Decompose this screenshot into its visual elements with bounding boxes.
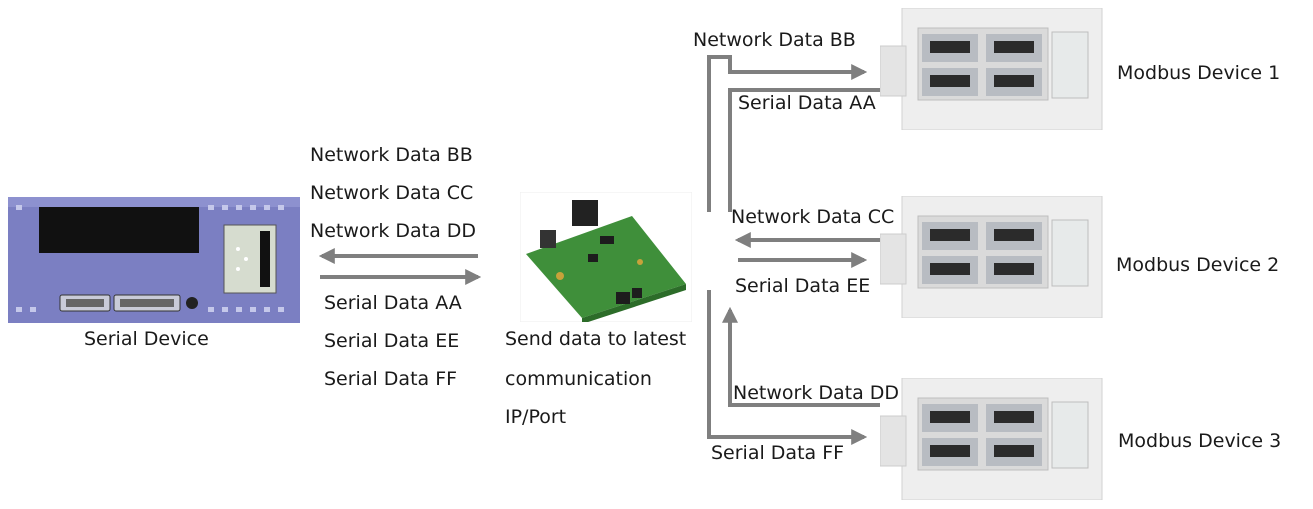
modbus-device-3-label: Modbus Device 3 (1118, 430, 1282, 452)
device2-serial-label: Serial Data EE (735, 275, 871, 297)
device1-network-label: Network Data BB (693, 29, 856, 51)
modbus-device-2-label: Modbus Device 2 (1116, 254, 1280, 276)
arrow-serial-aa (728, 88, 880, 212)
serial-device-label: Serial Device (84, 328, 209, 350)
left-network-label: Network Data BB (310, 144, 473, 166)
gateway-label-line-1: Send data to latest (505, 328, 687, 350)
left-serial-label: Serial Data EE (324, 330, 460, 352)
gateway-module-image (520, 192, 692, 322)
device1-serial-label: Serial Data AA (738, 92, 876, 114)
left-serial-label: Serial Data FF (324, 368, 458, 390)
device3-serial-label: Serial Data FF (711, 442, 845, 464)
gateway-label-line-2: communication (505, 368, 652, 390)
gateway-label-line-3: IP/Port (505, 406, 567, 428)
device3-network-label: Network Data DD (733, 382, 900, 404)
arrow-network-bb (707, 55, 868, 212)
modbus-device-2-image (880, 196, 1103, 318)
modbus-device-1-image (880, 8, 1103, 130)
serial-device-image (8, 197, 300, 323)
device2-network-label: Network Data CC (731, 206, 895, 228)
modbus-device-1-label: Modbus Device 1 (1117, 62, 1281, 84)
left-network-label: Network Data DD (310, 220, 477, 242)
arrow-network-dd (722, 306, 880, 407)
left-serial-label: Serial Data AA (324, 292, 462, 314)
left-network-label: Network Data CC (310, 182, 474, 204)
arrow-serial-ff (707, 290, 868, 445)
modbus-device-3-image (880, 378, 1103, 500)
